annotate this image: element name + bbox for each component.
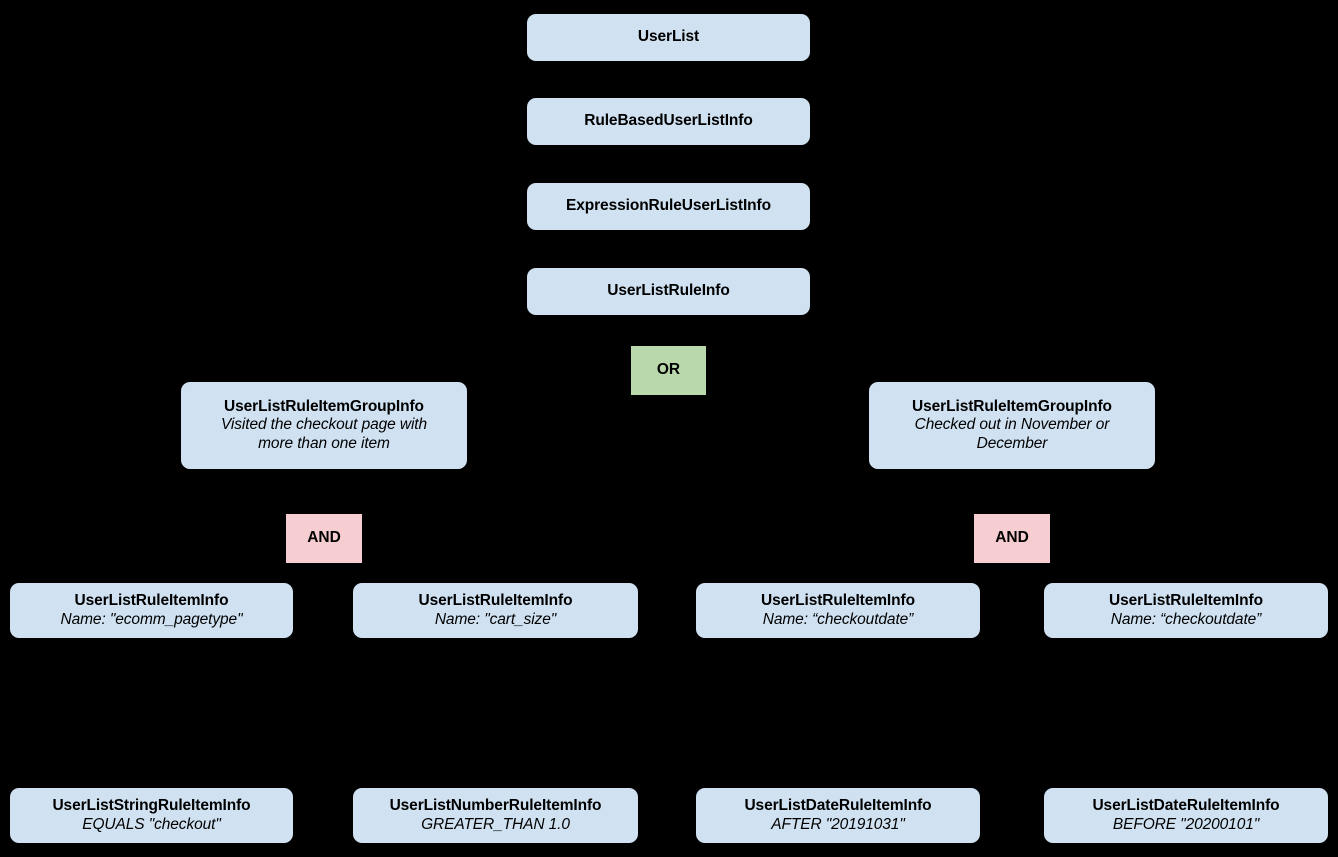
node-leaf-date-before[interactable]: UserListDateRuleItemInfo BEFORE "2020010… xyxy=(1044,788,1328,843)
node-operator-and-right[interactable]: AND xyxy=(974,514,1050,563)
node-ruleitem-cart-size[interactable]: UserListRuleItemInfo Name: "cart_size" xyxy=(353,583,638,638)
node-subtitle: Checked out in November or December xyxy=(914,416,1110,452)
edge-branch-horizontal xyxy=(322,340,1012,342)
node-title: UserListNumberRuleItemInfo xyxy=(389,797,602,815)
node-title: UserListRuleItemGroupInfo xyxy=(224,398,424,416)
edge-group-right-and xyxy=(1010,469,1012,515)
node-ruleitem-checkoutdate-after[interactable]: UserListRuleItemInfo Name: “checkoutdate… xyxy=(696,583,980,638)
node-subtitle: BEFORE "20200101" xyxy=(1112,815,1260,833)
node-subtitle: Name: “checkoutdate” xyxy=(762,610,914,628)
edge-branch-right-down xyxy=(1010,340,1012,382)
node-title: UserListRuleItemGroupInfo xyxy=(912,398,1112,416)
edge-and-left-item2 xyxy=(494,562,496,584)
node-leaf-string-equals-checkout[interactable]: UserListStringRuleItemInfo EQUALS "check… xyxy=(10,788,293,843)
edge-item3-leaf3 xyxy=(837,638,839,788)
edge-and-right-split xyxy=(837,562,1186,564)
node-subtitle: GREATER_THAN 1.0 xyxy=(421,815,570,833)
node-subtitle: Name: "ecomm_pagetype" xyxy=(60,610,243,628)
arrowhead-group-right xyxy=(1002,375,1020,386)
node-title: UserListRuleItemInfo xyxy=(1109,592,1263,610)
edge-rulebased-expression xyxy=(667,145,669,183)
operator-label: OR xyxy=(656,361,681,379)
node-title: UserListRuleInfo xyxy=(607,282,730,300)
node-group-left[interactable]: UserListRuleItemGroupInfo Visited the ch… xyxy=(181,382,467,469)
edge-and-left-split xyxy=(151,562,496,564)
node-title: UserListRuleItemInfo xyxy=(74,592,229,610)
edge-branch-left-down xyxy=(322,340,324,382)
operator-label: AND xyxy=(307,529,341,547)
node-subtitle: EQUALS "checkout" xyxy=(82,815,221,833)
edge-expression-ruleinfo xyxy=(667,230,669,268)
arrowhead-group-left xyxy=(314,375,332,386)
node-title: UserListDateRuleItemInfo xyxy=(744,797,932,815)
edge-and-right-item4 xyxy=(1185,562,1187,584)
node-rulebasedlistinfo[interactable]: RuleBasedUserListInfo xyxy=(527,98,810,145)
node-leaf-number-greater-than[interactable]: UserListNumberRuleItemInfo GREATER_THAN … xyxy=(353,788,638,843)
edge-ruleinfo-branch-vertical xyxy=(667,314,669,340)
node-subtitle: Name: “checkoutdate” xyxy=(1110,610,1262,628)
node-group-right[interactable]: UserListRuleItemGroupInfo Checked out in… xyxy=(869,382,1155,469)
node-leaf-date-after[interactable]: UserListDateRuleItemInfo AFTER "20191031… xyxy=(696,788,980,843)
edge-item1-leaf1 xyxy=(151,638,153,788)
edge-and-left-item1 xyxy=(151,562,153,584)
node-title: UserListRuleItemInfo xyxy=(418,592,573,610)
node-operator-or[interactable]: OR xyxy=(631,346,706,395)
node-expressionruleuserlistinfo[interactable]: ExpressionRuleUserListInfo xyxy=(527,183,810,230)
edge-and-right-item3 xyxy=(837,562,839,584)
edge-item4-leaf4 xyxy=(1185,638,1187,788)
operator-label: AND xyxy=(995,529,1029,547)
node-title: UserListDateRuleItemInfo xyxy=(1092,797,1280,815)
node-subtitle: AFTER "20191031" xyxy=(771,815,905,833)
node-subtitle: Name: "cart_size" xyxy=(434,610,557,628)
node-userlist[interactable]: UserList xyxy=(527,14,810,61)
node-ruleitem-checkoutdate-before[interactable]: UserListRuleItemInfo Name: “checkoutdate… xyxy=(1044,583,1328,638)
edge-item2-leaf2 xyxy=(494,638,496,788)
node-ruleitem-ecomm-pagetype[interactable]: UserListRuleItemInfo Name: "ecomm_pagety… xyxy=(10,583,293,638)
node-userlistruleinfo[interactable]: UserListRuleInfo xyxy=(527,268,810,315)
node-title: UserListRuleItemInfo xyxy=(761,592,915,610)
node-title: UserListStringRuleItemInfo xyxy=(52,797,251,815)
node-title: ExpressionRuleUserListInfo xyxy=(566,197,771,215)
node-title: UserList xyxy=(637,28,700,46)
node-title: RuleBasedUserListInfo xyxy=(584,112,753,130)
node-subtitle: Visited the checkout page with more than… xyxy=(220,416,428,452)
edge-group-left-and xyxy=(322,469,324,515)
node-operator-and-left[interactable]: AND xyxy=(286,514,362,563)
edge-userlist-rulebased xyxy=(667,60,669,98)
